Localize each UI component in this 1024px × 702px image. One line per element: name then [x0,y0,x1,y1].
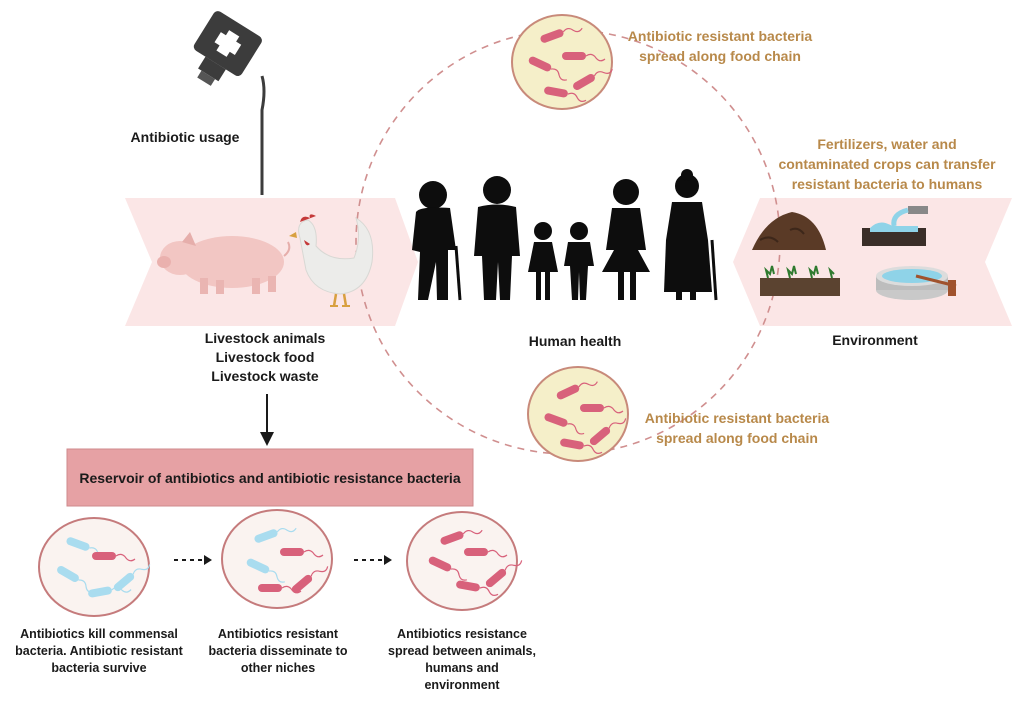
resistant-bacterium-icon [485,560,523,588]
step-3-line-3: humans and [425,661,499,675]
resistant-bacterium-icon [464,548,508,558]
step-2-line-2: bacteria disseminate to [208,644,348,658]
fertilizers-line-3: resistant bacteria to humans [791,176,983,192]
step-2-line-1: Antibiotics resistant [217,627,339,641]
petri-dish-top [511,14,613,110]
resistant-bacterium-icon [560,438,603,455]
arrow-down-icon [260,394,274,446]
step-2-label: Antibiotics resistant bacteria dissemina… [188,626,368,677]
fertilizers-line-1: Fertilizers, water and [817,136,957,152]
livestock-waste-label: Livestock waste [211,368,319,384]
step-3-line-4: environment [424,678,500,692]
environment-label: Environment [832,332,918,348]
resistant-bacterium-icon [589,418,627,446]
spread-top-label: Antibiotic resistant bacteria spread alo… [600,26,840,66]
treatment-plant-icon [876,266,957,300]
spread-bottom-line-2: spread along food chain [656,430,818,446]
step-3-label: Antibiotics resistance spread between an… [372,626,552,694]
step-1-line-1: Antibiotics kill commensal [20,627,178,641]
resistant-bacterium-icon [528,56,567,81]
step-circle-1 [38,517,150,617]
bottle-icon [193,11,266,195]
resistant-bacterium-icon [280,548,324,558]
bacteria-layer [57,27,627,598]
commensal-bacterium-icon [113,564,151,592]
resistant-bacterium-icon [440,529,483,545]
dashed-arrow-2 [354,555,392,565]
livestock-labels: Livestock animals Livestock food Livesto… [170,329,360,386]
pig-icon [157,232,291,294]
spread-top-line-1: Antibiotic resistant bacteria [627,28,813,44]
step-3-line-1: Antibiotics resistance [397,627,527,641]
resistant-bacterium-icon [456,580,499,597]
resistant-bacterium-icon [540,27,583,43]
resistant-bacterium-icon [92,552,136,562]
resistant-bacterium-icon [580,404,624,414]
chicken-icon [289,214,374,307]
human-health-label: Human health [528,333,622,349]
water-pipe-icon [862,206,928,246]
spread-bottom-label: Antibiotic resistant bacteria spread alo… [617,408,857,448]
step-1-line-2: bacteria. Antibiotic resistant [15,644,183,658]
spread-top-line-2: spread along food chain [639,48,801,64]
reservoir-box [66,448,474,507]
resistant-bacterium-icon [573,68,613,90]
step-circle-2 [221,509,333,609]
resistant-bacterium-icon [544,413,585,435]
resistant-bacterium-icon [428,556,467,581]
step-1-label: Antibiotics kill commensal bacteria. Ant… [4,626,194,677]
resistant-bacterium-icon [562,52,606,62]
resistant-bacterium-icon [544,86,587,103]
spread-bottom-line-1: Antibiotic resistant bacteria [644,410,830,426]
manure-icon [752,212,826,250]
resistant-bacterium-icon [291,566,329,594]
livestock-animals-label: Livestock animals [204,330,326,346]
step-circle-3 [406,511,518,611]
fertilizers-line-2: contaminated crops can transfer [778,156,996,172]
step-2-line-3: other niches [240,661,316,675]
livestock-food-label: Livestock food [215,349,315,365]
commensal-bacterium-icon [254,527,297,543]
antibiotic-usage-label: Antibiotic usage [130,129,240,145]
commensal-bacterium-icon [246,558,285,583]
step-1-line-3: bacteria survive [51,661,147,675]
step-3-line-2: spread between animals, [388,644,536,658]
reservoir-label: Reservoir of antibiotics and antibiotic … [79,469,461,486]
fertilizers-label: Fertilizers, water and contaminated crop… [756,134,1018,194]
dashed-arrow-1 [174,555,212,565]
crops-icon [760,265,840,296]
family-icon [412,169,718,301]
resistant-bacterium-icon [556,381,598,400]
environment-band [733,198,1012,326]
